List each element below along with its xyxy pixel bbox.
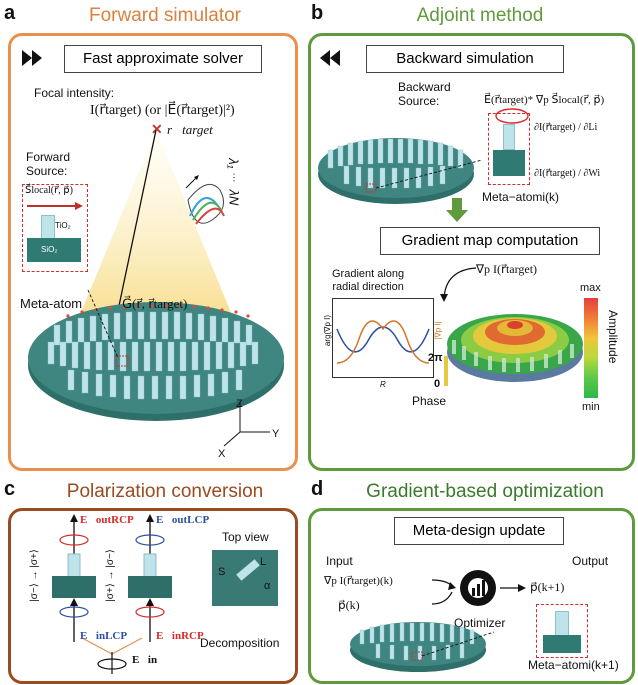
panel-d-letter: d	[311, 478, 324, 500]
gradient-plot	[332, 298, 434, 378]
backward-simulation-label: Backward simulation	[366, 45, 564, 73]
phase-scale	[444, 356, 448, 386]
polarization-diagram	[52, 514, 172, 674]
colorbar-min-label: min	[582, 401, 600, 413]
e-out-lcp-label: E⃗outLCP	[156, 514, 210, 526]
ket-left-label: |σ−⟩ → |σ+⟩	[28, 549, 40, 602]
phase-0-label: 0	[434, 378, 441, 390]
panel-a-letter: a	[4, 2, 16, 24]
focal-intensity-label: Focal intensity:	[34, 86, 115, 100]
axis-y-label: Y	[272, 428, 280, 440]
backward-source-label: Backward Source:	[398, 80, 451, 108]
backward-pillar	[503, 124, 515, 150]
top-view-s: S	[218, 566, 226, 578]
target-marker: ✕	[151, 121, 163, 137]
curved-arrow-icon	[440, 267, 477, 302]
ket-right-label: |σ+⟩ → |σ−⟩	[104, 549, 116, 602]
panel-c-letter: c	[4, 478, 16, 500]
amplitude-label: Amplitude	[606, 310, 620, 364]
x-r-label: R	[380, 380, 386, 389]
focal-intensity-formula: I(r⃗target) (or |E⃗(r⃗target)|²)	[90, 103, 235, 118]
e-in-lcp-label: E⃗inLCP	[80, 630, 128, 642]
sio2-substrate	[27, 238, 81, 262]
optimized-meta-atom-label: Meta−atomi(k+1)	[528, 658, 619, 672]
y-arg-label: arg(∇p I)	[323, 314, 333, 347]
fast-forward-icon	[22, 50, 42, 66]
gradient-curves	[336, 320, 430, 364]
gradient-map-3d	[447, 314, 583, 382]
top-view-alpha: α	[264, 580, 271, 592]
meta-atom-inset: S⃗local(r⃗, p⃗) TiO₂ SiO₂	[22, 184, 88, 272]
gradient-formula: ∇p I(r⃗target)	[476, 262, 538, 276]
backward-substrate	[493, 150, 525, 176]
panel-b-letter: b	[311, 2, 324, 24]
lambda-1-label: λ₁	[225, 158, 241, 169]
gradient-map-label: Gradient map computation	[380, 227, 600, 255]
amplitude-colorbar	[584, 298, 598, 398]
axis-x-label: X	[218, 448, 226, 460]
source-arrow-icon	[27, 202, 83, 210]
derivative-dL: ∂I(r⃗target) / ∂Li	[534, 122, 598, 133]
input-label: Input	[326, 554, 353, 568]
panel-a-title: Forward simulator	[88, 5, 242, 26]
backward-metasurface	[318, 138, 483, 204]
green-function-label: G⃗(r⃗, r⃗target)	[122, 296, 188, 311]
p-out-label: p⃗(k+1)	[530, 580, 565, 594]
output-label: Output	[572, 554, 609, 568]
backward-meta-atom-inset	[488, 113, 530, 185]
backward-polarization-ring	[495, 108, 529, 124]
optimized-metasurface	[350, 622, 495, 672]
grad-in-label: ∇p I(r⃗target)(k)	[324, 575, 393, 587]
phase-label: Phase	[412, 394, 447, 408]
meta-design-update-label: Meta-design update	[394, 517, 564, 545]
e-in-label: E⃗in	[132, 654, 158, 666]
rewind-icon	[320, 50, 340, 66]
panel-c-title: Polarization conversion	[66, 481, 264, 502]
source-formula: S⃗local(r⃗, p⃗)	[25, 185, 73, 196]
tio2-pillar	[41, 215, 55, 239]
sio2-label: SiO₂	[41, 245, 58, 254]
derivative-dW: ∂I(r⃗target) / ∂Wi	[534, 168, 601, 179]
backward-formula: E⃗(r⃗target)* ∇p S⃗local(r⃗, p⃗)	[484, 94, 605, 106]
lambda-n-label: λN	[226, 189, 242, 206]
gradient-radial-label: Gradient along radial direction	[332, 268, 405, 293]
lambda-dots-label: ···	[228, 172, 240, 183]
phase-2pi-label: 2π	[428, 352, 443, 364]
colorbar-max-label: max	[580, 282, 601, 294]
optimizer-label: Optimizer	[454, 616, 506, 630]
decomposition-label: Decomposition	[200, 636, 280, 650]
forward-source-label: Forward Source:	[26, 150, 71, 178]
optimized-pillar	[555, 611, 569, 637]
backward-meta-atom-label: Meta−atomi(k)	[482, 190, 560, 204]
solver-label: Fast approximate solver	[64, 45, 262, 73]
forward-scene	[28, 129, 284, 447]
target-label: r⃗target	[167, 122, 213, 137]
top-view-pillar	[236, 559, 260, 581]
e-out-rcp-label: E⃗outRCP	[80, 514, 134, 526]
panel-b-title: Adjoint method	[416, 5, 544, 26]
top-view-square: S L α	[212, 550, 278, 606]
down-arrow-icon	[446, 198, 468, 222]
top-view-l: L	[260, 556, 267, 568]
axis-z-label: Z	[236, 398, 243, 410]
meta-atom-label-a: Meta-atom	[20, 296, 83, 311]
top-view-label: Top view	[222, 530, 269, 544]
optimized-meta-atom-inset	[536, 604, 588, 658]
panel-d-title: Gradient-based optimization	[366, 481, 604, 502]
optimizer-gear-icon	[431, 570, 526, 606]
tio2-label: TiO₂	[55, 221, 71, 230]
optimized-substrate	[543, 635, 581, 653]
e-in-rcp-label: E⃗inRCP	[156, 630, 204, 642]
p-in-label: p⃗(k)	[338, 598, 360, 612]
